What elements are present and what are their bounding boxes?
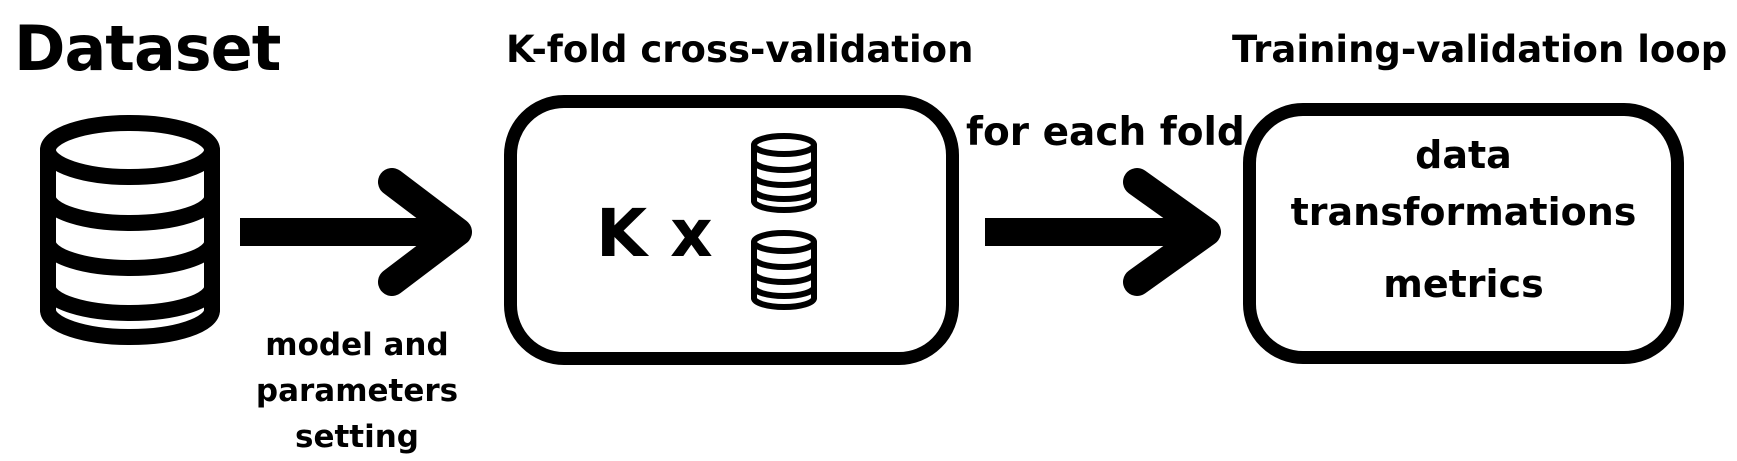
arrow-right-icon — [240, 168, 472, 296]
fold-database-icon — [751, 230, 817, 310]
training-loop-box — [1243, 103, 1684, 364]
loop-item-metrics: metrics — [1383, 262, 1544, 306]
loop-item-transformations: transformations — [1290, 190, 1637, 234]
dataset-title: Dataset — [14, 12, 281, 85]
k-times-label: K x — [596, 195, 713, 272]
loop-item-data: data — [1415, 133, 1512, 177]
arrow-right-icon — [985, 168, 1221, 296]
training-loop-title: Training-validation loop — [1232, 28, 1728, 71]
kfold-title: K-fold cross-validation — [506, 28, 974, 71]
model-parameters-label: model and parameters setting — [255, 327, 459, 455]
database-icon — [40, 115, 220, 345]
for-each-fold-label: for each fold — [966, 110, 1245, 155]
kfold-box — [504, 95, 959, 365]
fold-database-icon — [751, 133, 817, 213]
